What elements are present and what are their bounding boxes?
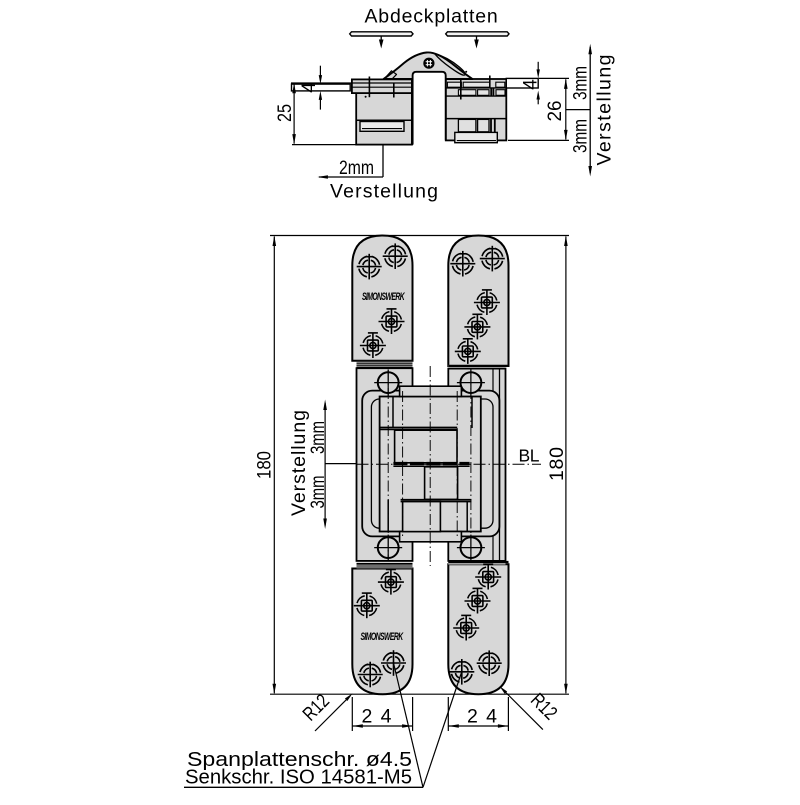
svg-text:24: 24 (362, 706, 392, 728)
svg-text:25: 25 (274, 104, 296, 122)
svg-text:4: 4 (521, 79, 542, 90)
svg-text:Senkschr. ISO 14581-M5: Senkschr. ISO 14581-M5 (185, 767, 412, 789)
svg-text:180: 180 (254, 451, 276, 479)
svg-text:BL: BL (519, 446, 540, 466)
svg-text:Verstellung: Verstellung (330, 181, 438, 203)
svg-text:SIMONSWERK: SIMONSWERK (360, 631, 404, 643)
svg-text:Abdeckplatten: Abdeckplatten (365, 6, 499, 28)
svg-text:3mm: 3mm (570, 66, 592, 100)
svg-text:Verstellung: Verstellung (594, 55, 616, 166)
svg-text:R12: R12 (299, 690, 334, 725)
svg-text:24: 24 (467, 706, 497, 728)
svg-text:2mm: 2mm (339, 157, 374, 179)
svg-text:180: 180 (546, 447, 568, 481)
svg-text:3mm: 3mm (307, 476, 329, 509)
svg-text:Spanplattenschr. ø4.5: Spanplattenschr. ø4.5 (187, 749, 412, 771)
svg-text:SIMONSWERK: SIMONSWERK (362, 291, 406, 303)
svg-text:26: 26 (544, 101, 566, 122)
svg-text:3mm: 3mm (307, 421, 329, 454)
svg-text:3mm: 3mm (570, 119, 592, 153)
svg-text:4: 4 (299, 82, 320, 93)
svg-text:Verstellung: Verstellung (288, 410, 310, 516)
